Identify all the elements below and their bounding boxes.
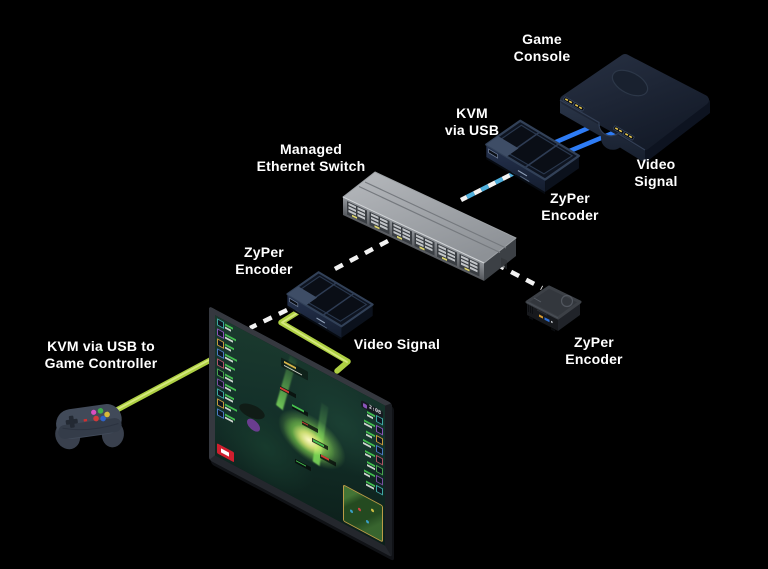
- label-zyper-encoder-top: ZyPer Encoder: [541, 190, 599, 223]
- usb-controller-cable: [97, 355, 217, 422]
- zyper-encoder-top-device: [485, 119, 581, 196]
- ability-burst: [283, 407, 335, 473]
- game-controller: [55, 404, 124, 450]
- label-video-signal-console: Video Signal: [634, 156, 678, 189]
- broadcast-logo: [217, 443, 234, 463]
- label-zyper-encoder-right: ZyPer Encoder: [565, 334, 623, 367]
- console-hdmi-ports: [562, 96, 635, 141]
- face-buttons: [91, 408, 110, 422]
- left-team-hud: [217, 318, 237, 429]
- zyper-encoder-display-device: [286, 271, 374, 341]
- right-team-hud: [363, 408, 383, 499]
- switch-to-encoder-dashed-link: [329, 231, 405, 273]
- objective-icon: [362, 402, 367, 409]
- encoder-to-monitor-dashed-link: [249, 307, 288, 331]
- label-managed-switch: Managed Ethernet Switch: [256, 141, 366, 174]
- label-kvm-usb-controller: KVM via USB to Game Controller: [44, 338, 158, 371]
- label-video-signal-display: Video Signal: [353, 336, 441, 352]
- power-led: [83, 418, 88, 422]
- label-zyper-encoder-display: ZyPer Encoder: [235, 244, 293, 277]
- video-signal-cable: [278, 307, 351, 374]
- label-kvm-via-usb: KVM via USB: [444, 105, 500, 138]
- dpad: [65, 415, 78, 428]
- game-console-device: [559, 54, 710, 163]
- ethernet-switch-device: [342, 171, 517, 281]
- zyper-encoder-right-device: [525, 285, 582, 332]
- switch-to-right-encoder-dashed-link: [494, 262, 544, 290]
- label-game-console: Game Console: [513, 31, 571, 64]
